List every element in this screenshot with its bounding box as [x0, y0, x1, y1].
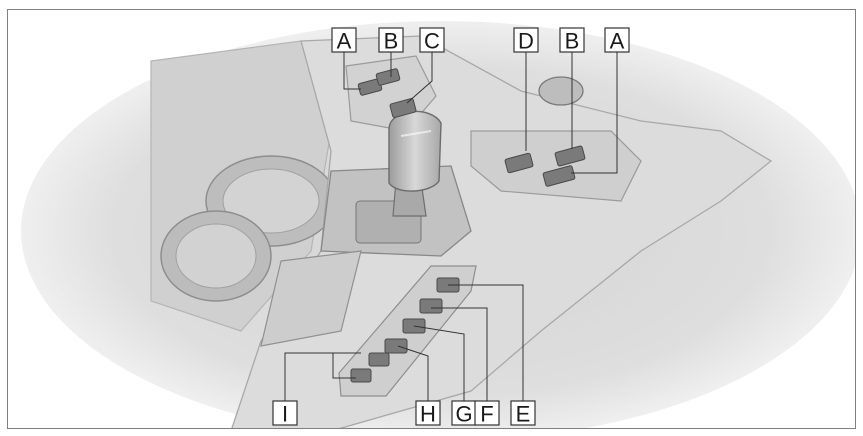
callout-label-g: G: [455, 402, 472, 427]
callout-label-b: B: [384, 29, 399, 54]
callout-label-a: A: [337, 29, 352, 54]
callout-e-bottom: E: [511, 401, 535, 427]
callout-label-h: H: [420, 402, 436, 427]
callout-a-top-right: A: [605, 28, 629, 54]
switch-i-upper[interactable]: [369, 353, 389, 366]
illustration-frame: A B C D B A I H G F E: [7, 9, 856, 429]
switch-h[interactable]: [385, 339, 407, 353]
callout-b-top-right: B: [560, 28, 584, 54]
callout-f-bottom: F: [475, 401, 499, 427]
callout-h-bottom: H: [416, 401, 440, 427]
callout-label-i: I: [282, 402, 288, 427]
callout-label-e: E: [516, 402, 531, 427]
callout-b-top-left: B: [379, 28, 403, 54]
callout-i-bottom: I: [273, 401, 297, 427]
callout-label-f: F: [480, 402, 493, 427]
switch-f[interactable]: [420, 299, 442, 313]
power-outlet: [539, 77, 583, 105]
callout-label-d: D: [518, 29, 534, 54]
callout-label-c: C: [424, 29, 440, 54]
center-console-illustration: A B C D B A I H G F E: [8, 10, 856, 429]
callout-g-bottom: G: [452, 401, 476, 427]
callout-label-a: A: [610, 29, 625, 54]
callout-d-top: D: [514, 28, 538, 54]
switch-i-lower[interactable]: [351, 369, 371, 382]
callout-c-top: C: [420, 28, 444, 54]
callout-a-top-left: A: [332, 28, 356, 54]
callout-label-b: B: [565, 29, 580, 54]
